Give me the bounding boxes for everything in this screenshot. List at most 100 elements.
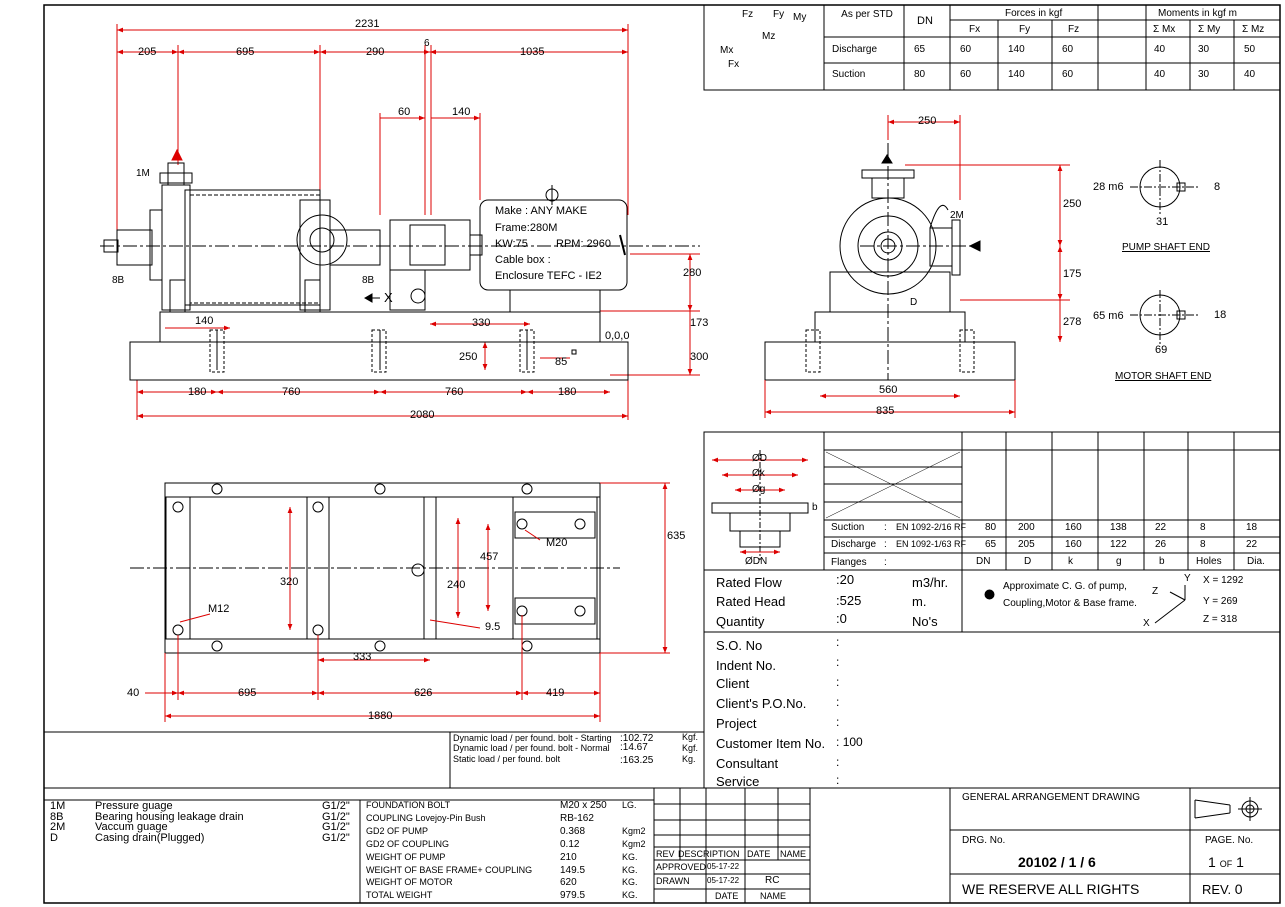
rated-head-unit: m. — [912, 594, 927, 609]
motor-enclosure: Enclosure TEFC - IE2 — [495, 270, 602, 282]
drg-no: 20102 / 1 / 6 — [1018, 854, 1096, 870]
colon: : — [620, 755, 623, 766]
weight-unit: Kgm2 — [622, 825, 646, 836]
colon: : — [836, 655, 840, 669]
motor-cable-box: Cable box : — [495, 254, 551, 266]
colon: : — [836, 572, 840, 587]
flange-cell: : — [884, 539, 887, 550]
load-normal-num: 14.67 — [622, 742, 648, 753]
load-starting-label: Dynamic load / per found. bolt - Startin… — [453, 733, 612, 743]
indent-no-label: Indent No. — [716, 658, 776, 673]
plan-dim-626: 626 — [414, 687, 433, 699]
cg-axis-y: Y — [1184, 573, 1191, 584]
header-fx: Fx — [969, 24, 981, 35]
weight-label: WEIGHT OF PUMP — [366, 851, 446, 862]
pump-shaft-title: PUMP SHAFT END — [1122, 242, 1210, 253]
quantity-value: :0 — [836, 612, 847, 625]
load-static-label: Static load / per found. bolt — [453, 754, 561, 764]
dim-280: 280 — [683, 267, 702, 279]
plan-dim-695: 695 — [238, 687, 257, 699]
quantity-num: 0 — [839, 611, 847, 626]
header-moments: Moments in kgf m — [1158, 8, 1237, 19]
dim-2080: 2080 — [410, 409, 435, 421]
rev-label: REV. — [1202, 882, 1232, 897]
nozzle-cell: Suction — [832, 69, 866, 80]
dim-760-right: 760 — [445, 386, 464, 398]
flange-cell: Suction — [831, 522, 865, 533]
rated-flow-num: 20 — [839, 572, 855, 587]
flange-cell: 122 — [1110, 539, 1127, 550]
side-dim-175: 175 — [1063, 268, 1082, 280]
info-block — [44, 569, 1281, 789]
customer-item-value: : 100 — [836, 736, 863, 748]
pump-shaft-width: 31 — [1156, 216, 1169, 228]
flange-col-header: Holes — [1196, 556, 1222, 567]
tag-2m: 2M — [950, 210, 964, 221]
conn-desc: Pressure guage — [95, 800, 173, 812]
weight-value: 210 — [560, 851, 577, 863]
plan-bolt-m12: M12 — [208, 603, 230, 615]
axis-my: My — [793, 12, 807, 23]
quantity-label: Quantity — [716, 614, 765, 629]
colon: : — [836, 695, 840, 709]
weight-label: FOUNDATION BOLT — [366, 800, 451, 810]
plan-dim-419: 419 — [546, 687, 565, 699]
client-po-label: Client's P.O.No. — [716, 696, 807, 711]
dim-85: 85 — [555, 356, 568, 368]
flange-cell: 18 — [1246, 522, 1258, 533]
weight-value: 979.5 — [560, 890, 586, 902]
nozzle-cell: 80 — [914, 69, 926, 80]
page-current: 1 — [1208, 854, 1216, 870]
header-mz: Σ Mz — [1242, 24, 1265, 35]
so-no-label: S.O. No — [716, 638, 763, 653]
weight-unit: Kgm2 — [622, 838, 646, 849]
plan-view-dimensions — [145, 482, 670, 722]
cg-y: Y = 269 — [1203, 596, 1238, 607]
side-dim-560: 560 — [879, 384, 898, 396]
nozzle-cell: 60 — [1062, 44, 1074, 55]
flange-dimensions — [712, 457, 808, 555]
flange-cell: 22 — [1155, 522, 1167, 533]
cg-axis-z: Z — [1152, 586, 1159, 597]
plan-dim-635: 635 — [667, 530, 686, 542]
plan-view-baseframe — [130, 482, 620, 654]
rated-head-label: Rated Head — [716, 594, 786, 609]
flange-od: ØD — [752, 453, 767, 464]
rights-notice: WE RESERVE ALL RIGHTS — [962, 881, 1140, 897]
dim-173: 173 — [690, 317, 709, 329]
header-forces: Forces in kgf — [1005, 8, 1063, 19]
colon: : — [836, 715, 840, 729]
flange-cell: 205 — [1018, 539, 1035, 550]
nozzle-cell: 50 — [1244, 44, 1256, 55]
flange-ok: Øk — [752, 468, 765, 479]
conn-size: G1/2" — [322, 831, 350, 844]
load-starting-unit: Kgf. — [682, 732, 699, 742]
weight-unit: LG. — [622, 800, 637, 810]
drawn-date: 05-17-22 — [707, 876, 740, 885]
header-fy: Fy — [1019, 24, 1031, 35]
axis-fx: Fx — [728, 59, 740, 70]
weight-label: GD2 OF PUMP — [366, 825, 429, 836]
motor-kw: KW:75 — [495, 238, 528, 250]
nozzle-cell: 140 — [1008, 69, 1025, 80]
colon: : — [620, 742, 623, 753]
rated-head-num: 525 — [839, 593, 862, 608]
weight-label: GD2 OF COUPLING — [366, 838, 450, 849]
pump-shaft-key: 8 — [1214, 181, 1221, 193]
header-as-per-std: As per STD — [841, 9, 893, 20]
flanges-label: Flanges — [831, 557, 867, 568]
cg-z: Z = 318 — [1203, 614, 1238, 625]
page-no-label: PAGE. No. — [1205, 835, 1254, 846]
side-dim-250-top: 250 — [918, 115, 937, 127]
conn-size: G1/2" — [322, 821, 350, 833]
nozzle-cell: Discharge — [832, 44, 878, 55]
flanges-colon: : — [884, 557, 887, 568]
drg-no-label: DRG. No. — [962, 835, 1006, 846]
plan-dim-457: 457 — [480, 551, 499, 563]
cg-axis-x: X — [1143, 618, 1150, 629]
weight-label: COUPLING Lovejoy-Pin Bush — [366, 812, 486, 823]
cg-text-2: Coupling,Motor & Base frame. — [1003, 598, 1137, 609]
weight-value: 149.5 — [560, 864, 586, 876]
approved-date: 05-17-22 — [707, 862, 740, 871]
load-starting-num: 102.72 — [622, 733, 654, 744]
